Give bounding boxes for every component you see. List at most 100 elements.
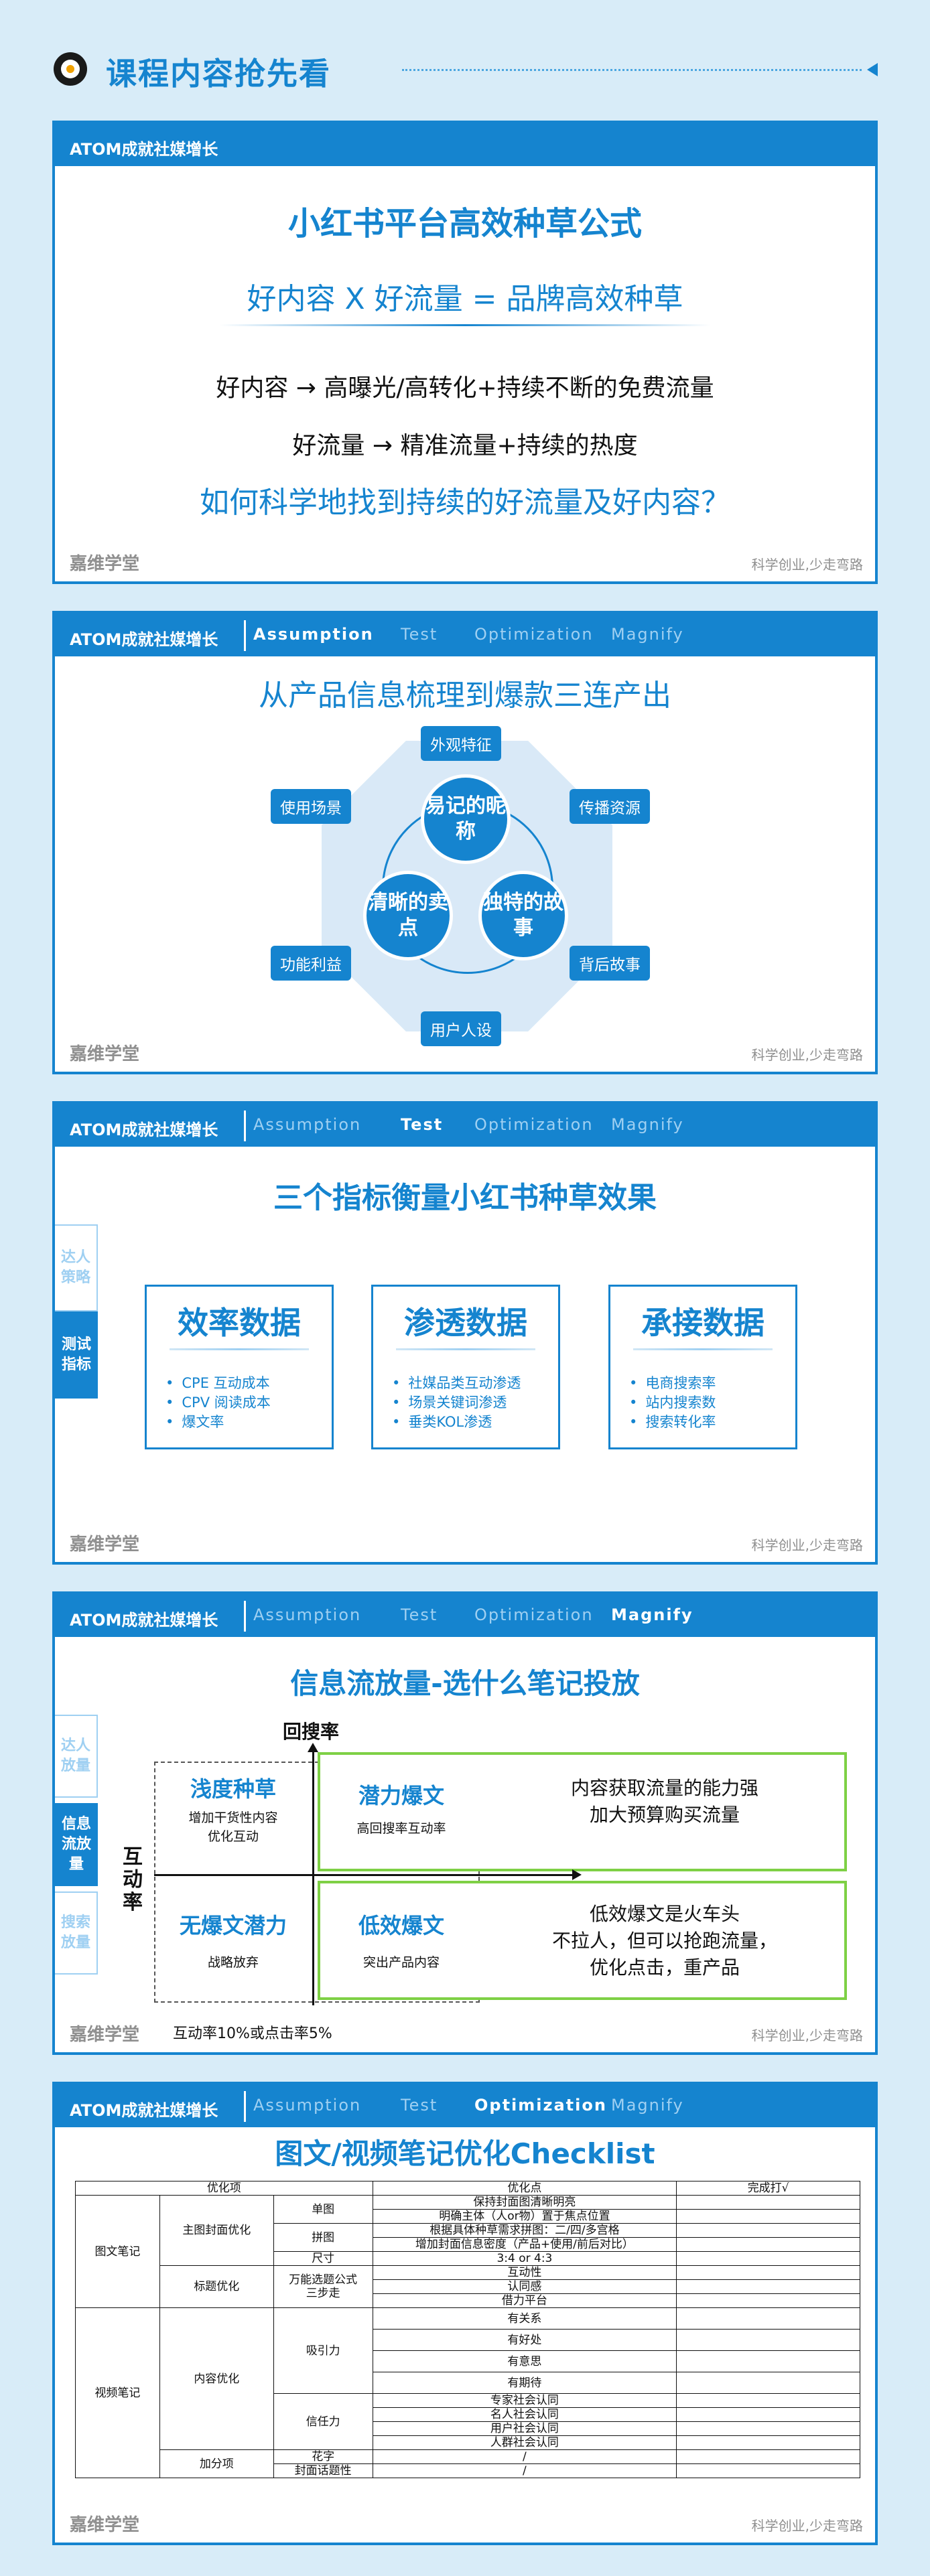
target-logo-icon [54, 52, 87, 86]
quadrant-title: 无爆文潜力 [179, 1913, 287, 1938]
footer-slogan: 科学创业,少走弯路 [751, 1047, 863, 1063]
check-cell[interactable] [676, 2237, 860, 2252]
y-axis-line [312, 1751, 314, 2005]
tab-optimization[interactable]: Optimization [474, 1115, 594, 1134]
tab-optimization[interactable]: Optimization [474, 1605, 594, 1624]
check-cell[interactable] [676, 2223, 860, 2238]
quadrant-sub: 突出产品内容 [362, 1955, 440, 1970]
check-cell[interactable] [676, 2329, 860, 2351]
list-item: 爆文率 [165, 1413, 271, 1432]
check-cell[interactable] [676, 2279, 860, 2294]
card-title: 效率数据 [178, 1305, 301, 1341]
y-axis-label: 回搜率 [283, 1721, 340, 1743]
check-cell[interactable] [676, 2393, 860, 2408]
point: 有好处 [372, 2329, 677, 2351]
quadrant-title: 低效爆文 [358, 1913, 444, 1938]
table-row: 有好处 [76, 2329, 860, 2351]
tab-test[interactable]: Test [401, 2096, 438, 2115]
table-row: 加分项 花字 / [76, 2449, 860, 2478]
check-cell[interactable] [676, 2421, 860, 2436]
brand-label: ATOM成就社媒增长 [70, 1121, 218, 1139]
point: 互动性 [372, 2265, 677, 2280]
quadrant-title: 潜力爆文 [358, 1783, 444, 1808]
attract: 吸引力 [273, 2307, 373, 2394]
x-arrow-icon [572, 1869, 582, 1880]
tab-optimization[interactable]: Optimization [474, 625, 594, 644]
side-tab-test-metrics[interactable]: 测试指标 [55, 1311, 98, 1399]
question-text: 如何科学地找到持续的好流量及好内容？ [200, 486, 730, 520]
brand-label: ATOM成就社媒增长 [70, 140, 218, 159]
tab-magnify[interactable]: Magnify [611, 1605, 693, 1624]
chip-spread: 传播资源 [570, 789, 650, 824]
check-cell[interactable] [676, 2449, 860, 2464]
tab-test[interactable]: Test [401, 1115, 444, 1134]
header-point: 优化点 [372, 2181, 677, 2196]
chip-appearance: 外观特征 [421, 726, 501, 761]
check-cell[interactable] [676, 2251, 860, 2266]
list-item: 搜索转化率 [629, 1413, 716, 1432]
side-tab-influencer-traffic[interactable]: 达人放量 [55, 1715, 98, 1798]
section-title: 课程内容抢先看 [106, 56, 331, 92]
table-row: 明确主体（人or物）置于焦点位置 [76, 2209, 860, 2224]
check-cell[interactable] [676, 2307, 860, 2330]
point: 专家社会认同 [372, 2393, 677, 2408]
side-tab-influencer[interactable]: 达人策略 [55, 1224, 98, 1311]
brand-label: ATOM成就社媒增长 [70, 630, 218, 649]
list-item: 场景关键词渗透 [392, 1393, 521, 1413]
check-cell[interactable] [676, 2463, 860, 2478]
slide-bar: ATOM成就社媒增长 Assumption Test Optimization … [55, 1594, 875, 1637]
tab-magnify[interactable]: Magnify [611, 2096, 684, 2115]
chip-backstory: 背后故事 [570, 946, 650, 981]
check-cell[interactable] [676, 2195, 860, 2210]
tab-magnify[interactable]: Magnify [611, 625, 684, 644]
tab-assumption[interactable]: Assumption [253, 2096, 362, 2115]
tab-test[interactable]: Test [401, 625, 438, 644]
y-arrow-icon [308, 1743, 318, 1752]
tab-test[interactable]: Test [401, 1605, 438, 1624]
formula-underline [220, 324, 710, 326]
slide-title: 三个指标衡量小红书种草效果 [273, 1181, 657, 1215]
table-header-row: 优化项 优化点 完成打√ [75, 2181, 860, 2196]
x-axis-label: 互动率 [123, 1845, 143, 1914]
circle-nickname: 易记的昵称 [421, 774, 511, 864]
bar-separator [244, 2091, 246, 2122]
point: 认同感 [372, 2279, 677, 2294]
bonus: 加分项 [159, 2449, 274, 2478]
check-cell[interactable] [676, 2293, 860, 2308]
quadrant-title: 浅度种草 [190, 1776, 276, 1802]
card-list: 社媒品类互动渗透 场景关键词渗透 垂类KOL渗透 [392, 1374, 521, 1432]
list-item: CPV 阅读成本 [165, 1393, 270, 1413]
footer-brand: 嘉维学堂 [70, 1534, 140, 1555]
check-cell[interactable] [676, 2372, 860, 2394]
check-cell[interactable] [676, 2209, 860, 2224]
side-tab-search-traffic[interactable]: 搜索放量 [55, 1891, 98, 1975]
tab-assumption[interactable]: Assumption [253, 625, 374, 644]
side-tab-feed-traffic[interactable]: 信息流放量 [55, 1803, 98, 1886]
table-row: 尺寸 3:4 or 4:3 [76, 2251, 860, 2266]
card-underline [396, 1348, 535, 1350]
section-header: 课程内容抢先看 [54, 47, 878, 94]
tab-magnify[interactable]: Magnify [611, 1115, 684, 1134]
check-cell[interactable] [676, 2407, 860, 2422]
tab-optimization[interactable]: Optimization [474, 2096, 607, 2115]
slide-metrics: ATOM成就社媒增长 Assumption Test Optimization … [52, 1101, 878, 1565]
brand-label: ATOM成就社媒增长 [70, 1611, 218, 1630]
top-box-text: 内容获取流量的能力强 加大预算购买流量 [570, 1777, 758, 1826]
point: 增加封面信息密度（产品+使用/前后对比） [372, 2237, 677, 2252]
circle-selling-point: 清晰的卖点 [363, 871, 453, 960]
check-cell[interactable] [676, 2350, 860, 2372]
threshold-note: 互动率10%或点击率5% [173, 2025, 332, 2042]
group-image-text: 图文笔记 [75, 2195, 160, 2308]
tab-assumption[interactable]: Assumption [253, 1115, 362, 1134]
table-row: 视频笔记 内容优化 吸引力 有关系 [75, 2307, 860, 2478]
check-cell[interactable] [676, 2435, 860, 2450]
highlight-box-top [318, 1752, 847, 1871]
tab-assumption[interactable]: Assumption [253, 1605, 362, 1624]
check-cell[interactable] [676, 2265, 860, 2280]
card-underline [633, 1348, 773, 1350]
table-row: 图文笔记 主图封面优化 单图 保持封面图清晰明亮 [75, 2195, 860, 2308]
point: 人群社会认同 [372, 2435, 677, 2450]
bottom-box-text: 低效爆文是火车头 不拉人，但可以抢跑流量， 优化点击，重产品 [551, 1903, 777, 1979]
title-opt: 标题优化 [159, 2265, 274, 2308]
slide-checklist: ATOM成就社媒增长 Assumption Test Optimization … [52, 2082, 878, 2545]
